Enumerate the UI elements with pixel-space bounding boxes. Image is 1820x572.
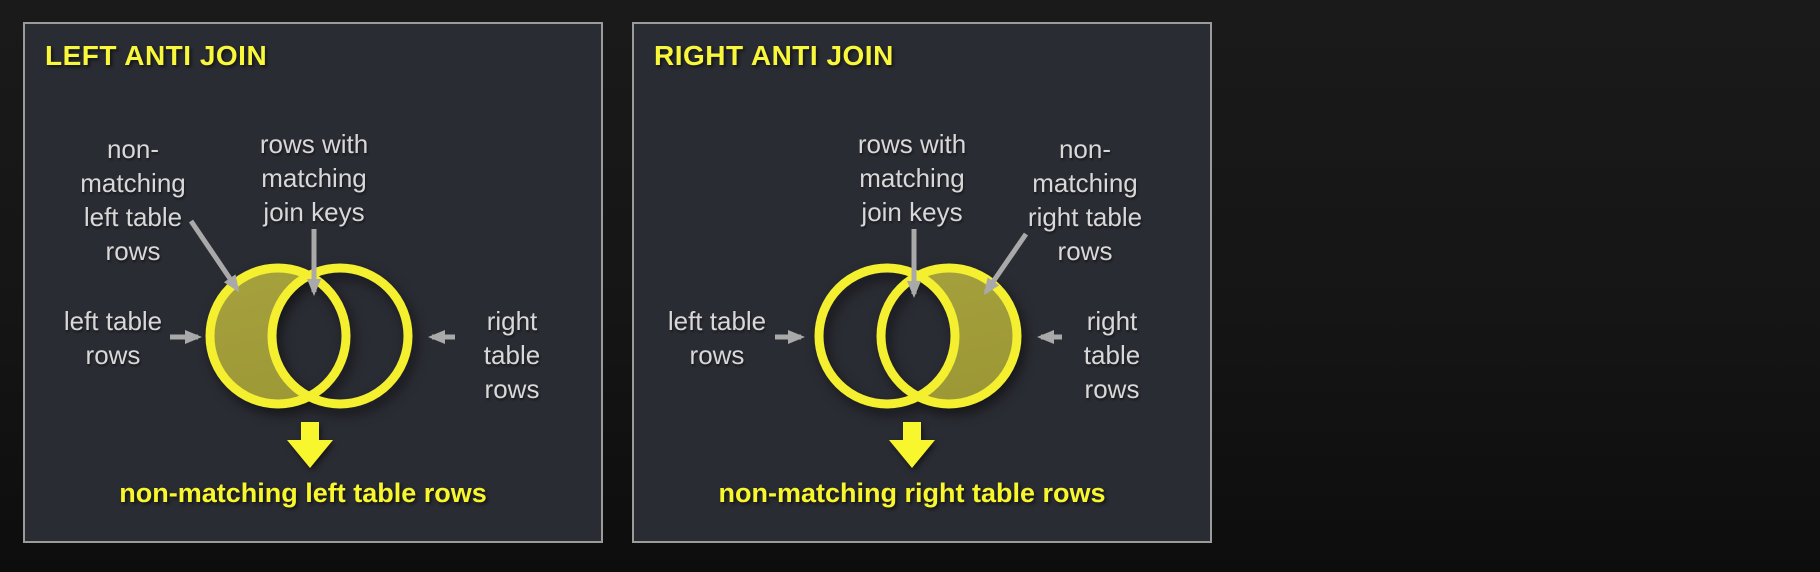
left-table-circle [814, 263, 960, 409]
label-matching-keys: rows with matching join keys [259, 129, 369, 227]
venn-diagram [25, 24, 601, 541]
label-non-matching: non- matching left table rows [80, 134, 186, 266]
label-left-table: left table rows [667, 306, 767, 370]
label-matching-keys: rows with matching join keys [857, 129, 967, 227]
down-arrow-icon [889, 422, 935, 468]
result-text: non-matching right table rows [718, 478, 1106, 508]
left-anti-join-panel: LEFT ANTI JOIN non- match [23, 22, 603, 543]
label-right-table: right table rows [1083, 306, 1141, 404]
left-table-circle [205, 263, 351, 409]
right-anti-join-panel: RIGHT ANTI JOIN rows with [632, 22, 1212, 543]
result-text: non-matching left table rows [119, 478, 487, 508]
arrow-non-matching-region [188, 219, 240, 293]
right-table-circle [267, 263, 413, 409]
label-non-matching: non- matching right table rows [1027, 134, 1143, 266]
label-right-table: right table rows [483, 306, 541, 404]
venn-diagram [634, 24, 1210, 541]
down-arrow-icon [287, 422, 333, 468]
right-table-circle [876, 263, 1022, 409]
arrow-non-matching-region [983, 232, 1029, 296]
label-left-table: left table rows [63, 306, 163, 370]
